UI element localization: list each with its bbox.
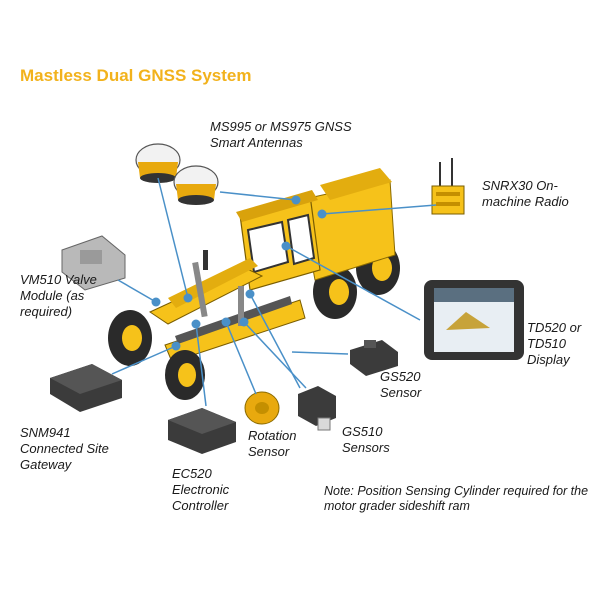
ec520-controller-icon <box>168 408 236 454</box>
note-text: Note: Position Sensing Cylinder required… <box>324 484 589 513</box>
diagram-title: Mastless Dual GNSS System <box>20 66 252 85</box>
gs510-sensor-icon <box>298 386 336 431</box>
valve-module-label: VM510 Valve Module (as required) <box>20 272 97 319</box>
valve-module-icon <box>61 235 126 291</box>
ec520-label: EC520 Electronic Controller <box>172 466 230 513</box>
display-icon <box>424 280 524 360</box>
radio-label: SNRX30 On-machine Radio <box>482 178 569 209</box>
rotation-sensor-icon <box>244 391 280 425</box>
display-label: TD520 or TD510 Display <box>527 320 582 367</box>
snm941-gateway-icon <box>50 364 122 412</box>
gnss-antenna-icon <box>135 143 219 205</box>
callout-dots <box>151 195 327 351</box>
radio-icon <box>431 158 465 215</box>
callout-lines <box>111 177 437 407</box>
gs520-label: GS520 Sensor <box>380 369 422 400</box>
gs510-label: GS510 Sensors <box>342 424 390 455</box>
antennas-label: MS995 or MS975 GNSS Smart Antennas <box>210 119 352 150</box>
motor-grader-illustration <box>108 168 400 400</box>
snm941-label: SNM941 Connected Site Gateway <box>20 425 109 472</box>
rotation-sensor-label: Rotation Sensor <box>248 428 297 459</box>
gs520-sensor-icon <box>350 340 398 376</box>
